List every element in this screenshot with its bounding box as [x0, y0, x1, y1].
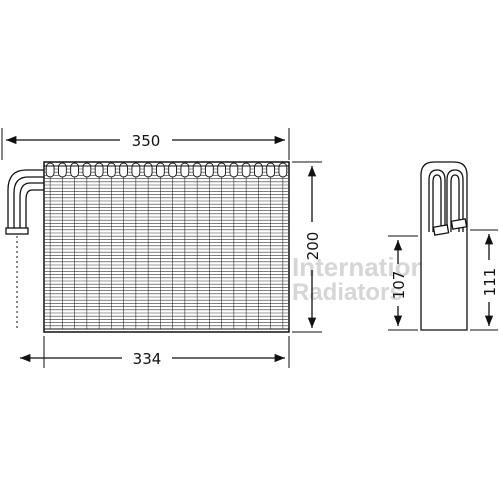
tube-cap — [254, 162, 263, 178]
pipe-connections — [5, 169, 44, 330]
tube-cap — [217, 162, 226, 178]
tube-cap — [266, 162, 275, 178]
tube-cap — [82, 162, 92, 178]
dimension-label-bottom-width: 334 — [133, 350, 162, 368]
evaporator-core — [43, 161, 290, 333]
dimension-top-width: 350 — [1, 128, 290, 160]
dimension-label-top-width: 350 — [132, 132, 161, 150]
tube-columns — [45, 162, 288, 329]
tube-cap — [58, 162, 67, 178]
tube-cap — [119, 162, 128, 178]
watermark-line2: Radiators — [292, 279, 403, 306]
dimension-label-side-inner-height: 107 — [390, 271, 408, 300]
tube-cap — [241, 162, 251, 178]
tube-cap — [180, 162, 190, 178]
tube-cap — [143, 162, 153, 178]
tube-cap — [192, 162, 202, 178]
tube-cap — [156, 162, 165, 178]
tube-cap — [205, 162, 214, 178]
tube-cap — [168, 162, 177, 178]
dimension-side-inner-height: 107 — [388, 235, 418, 331]
tube-cap — [229, 162, 239, 178]
tube-cap — [131, 162, 141, 178]
dimension-height: 200 — [292, 161, 322, 333]
side-view — [420, 161, 468, 331]
tube-cap — [107, 162, 116, 178]
dimension-bottom-width: 334 — [20, 336, 290, 368]
dimension-side-outer-height: 111 — [470, 229, 499, 331]
tube-cap — [45, 162, 55, 178]
tube-cap — [278, 162, 288, 178]
tube-cap — [94, 162, 104, 178]
dimension-label-height: 200 — [304, 232, 322, 261]
tube-cap — [70, 162, 79, 178]
dimension-label-side-outer-height: 111 — [481, 268, 499, 297]
